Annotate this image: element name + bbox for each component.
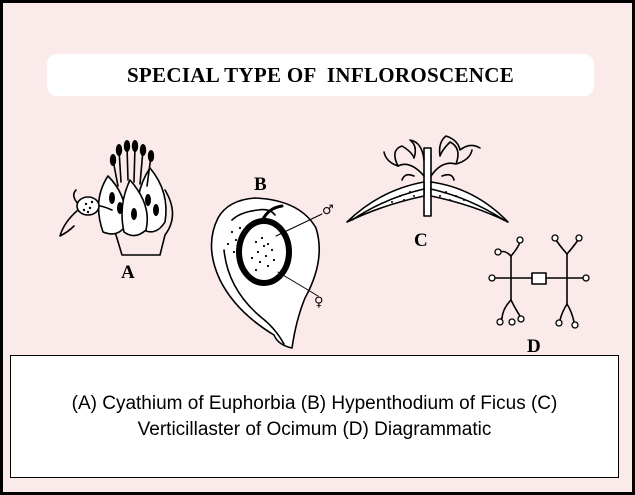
- diagrammatic-figure: [493, 239, 585, 323]
- caption-text: (A) Cyathium of Euphorbia (B) Hypenthodi…: [71, 392, 558, 440]
- figure-label-b: B: [254, 174, 267, 195]
- caption-box: (A) Cyathium of Euphorbia (B) Hypenthodi…: [10, 355, 619, 478]
- hypanthodium-flowers: [226, 226, 276, 272]
- male-symbol: ♂: [322, 203, 334, 218]
- verticillaster-figure: [346, 135, 509, 223]
- title-banner: SPECIAL TYPE OF INFLOROSCENCE: [47, 54, 594, 96]
- slide-title: SPECIAL TYPE OF INFLOROSCENCE: [126, 62, 515, 87]
- figure-label-d: D: [527, 336, 541, 357]
- figure-label-c: C: [414, 230, 428, 251]
- figure-label-a: A: [121, 262, 135, 283]
- verticillaster-dots: [391, 191, 465, 203]
- cyathium-anthers: [82, 140, 159, 220]
- cyathium-figure: [59, 145, 174, 256]
- female-symbol: ♀: [314, 295, 324, 310]
- diagrammatic-buds: [488, 234, 590, 329]
- hypanthodium-figure: [210, 197, 323, 349]
